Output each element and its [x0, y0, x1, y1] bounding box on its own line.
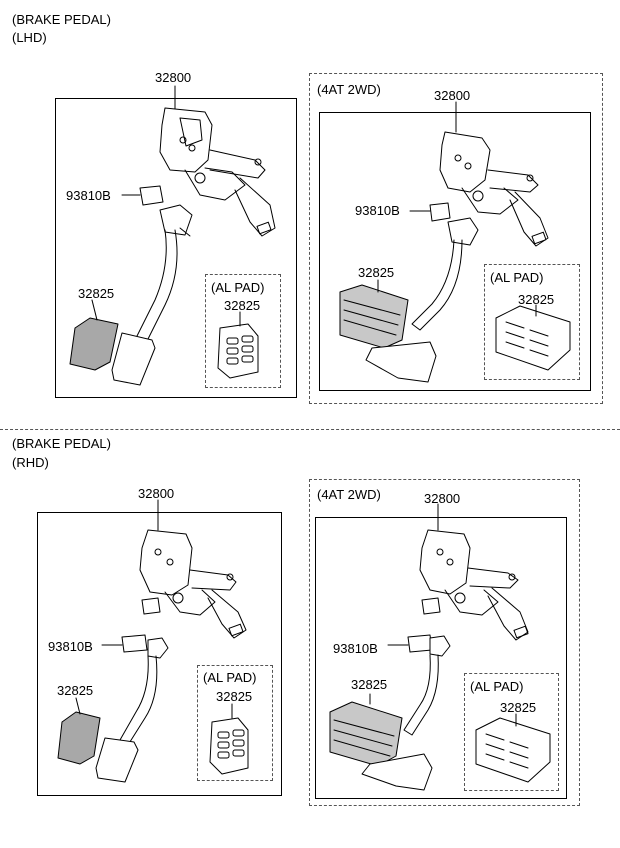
- rhd-std-al-pad-title: (AL PAD): [203, 670, 257, 685]
- rhd-section-title: (BRAKE PEDAL): [12, 436, 111, 451]
- rhd-4at-option-box: [309, 479, 580, 806]
- rhd-std-al-pad-label: 32825: [216, 689, 253, 704]
- lhd-4at-pedal-drawing: [339, 101, 571, 383]
- rhd-standard-panel: [37, 512, 282, 796]
- lhd-section-subtitle: (LHD): [12, 30, 47, 45]
- lhd-4at-al-pad-box: [484, 264, 580, 380]
- lhd-4at-option-box: [309, 73, 603, 404]
- lhd-std-assy-label: 32800: [155, 70, 192, 85]
- rhd-4at-assy-label: 32800: [424, 491, 461, 506]
- rhd-std-pedal-drawing: [57, 499, 249, 783]
- lhd-4at-variant-label: (4AT 2WD): [317, 82, 381, 97]
- lhd-std-pedal-drawing: [69, 85, 276, 386]
- rhd-4at-al-pad-label: 32825: [500, 700, 537, 715]
- rhd-4at-pedal-drawing: [329, 503, 551, 791]
- lhd-4at-al-pad-title: (AL PAD): [490, 270, 544, 285]
- lhd-4at-assy-label: 32800: [434, 88, 471, 103]
- rhd-std-switch-label: 93810B: [48, 639, 93, 654]
- rhd-std-al-pad-box: [197, 665, 273, 781]
- lhd-std-switch-label: 93810B: [66, 188, 111, 203]
- rhd-std-pad-label: 32825: [57, 683, 94, 698]
- rhd-4at-al-pad-title: (AL PAD): [470, 679, 524, 694]
- rhd-4at-panel: [315, 517, 567, 799]
- lhd-4at-panel: [319, 112, 591, 391]
- section-divider: [0, 429, 620, 430]
- lhd-std-al-pad-box: [205, 274, 281, 388]
- rhd-section-subtitle: (RHD): [12, 455, 49, 470]
- lhd-std-al-pad-label: 32825: [224, 298, 261, 313]
- lhd-std-al-pad-title: (AL PAD): [211, 280, 265, 295]
- lhd-4at-al-pad-label: 32825: [518, 292, 555, 307]
- rhd-std-assy-label: 32800: [138, 486, 175, 501]
- lhd-4at-switch-label: 93810B: [355, 203, 400, 218]
- lhd-standard-panel: [55, 98, 297, 398]
- rhd-4at-al-pad-box: [464, 673, 559, 791]
- rhd-4at-switch-label: 93810B: [333, 641, 378, 656]
- rhd-4at-pad-label: 32825: [351, 677, 388, 692]
- lhd-4at-pad-label: 32825: [358, 265, 395, 280]
- lhd-section-title: (BRAKE PEDAL): [12, 12, 111, 27]
- lhd-std-pad-label: 32825: [78, 286, 115, 301]
- rhd-4at-variant-label: (4AT 2WD): [317, 487, 381, 502]
